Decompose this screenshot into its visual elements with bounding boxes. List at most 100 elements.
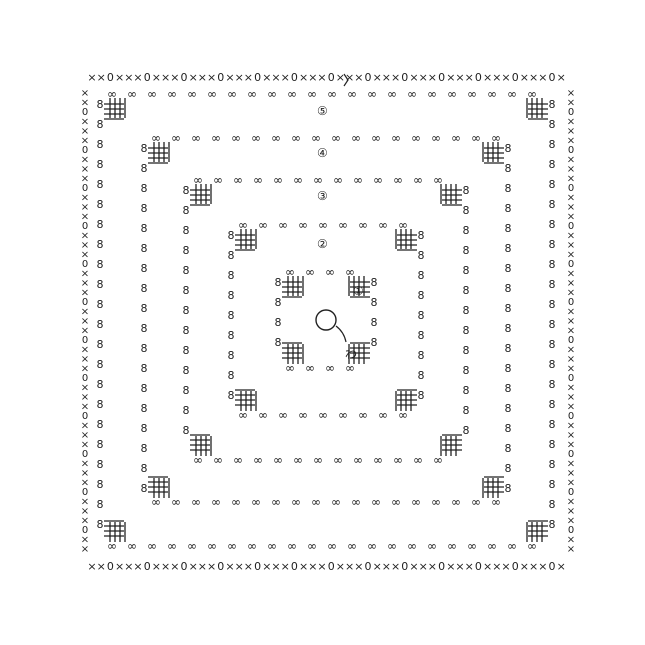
border-stitch: × <box>446 560 455 573</box>
chain-stitch: ∞ <box>167 539 177 553</box>
border-stitch: 0 <box>568 373 574 384</box>
chain-stitch: ∞ <box>305 265 315 279</box>
border-stitch: × <box>124 560 133 573</box>
border-stitch: × <box>345 71 354 84</box>
chain-stitch: 8 <box>275 316 282 329</box>
border-stitch: × <box>207 560 216 573</box>
chain-stitch: 8 <box>141 222 148 235</box>
border-stitch: × <box>373 71 382 84</box>
border-stitch: 0 <box>365 560 372 573</box>
chain-stitch: 8 <box>549 478 556 491</box>
chain-stitch: ∞ <box>193 453 203 467</box>
chain-stitch: ∞ <box>307 539 317 553</box>
border-stitch: × <box>81 231 89 242</box>
chain-stitch: 8 <box>97 358 104 371</box>
chain-stitch: ∞ <box>378 218 388 232</box>
border-stitch: × <box>538 560 547 573</box>
border-stitch: × <box>567 250 575 261</box>
chain-stitch: ∞ <box>451 495 461 509</box>
chain-stitch: ∞ <box>427 539 437 553</box>
border-stitch: × <box>492 71 501 84</box>
chain-stitch: 8 <box>463 364 470 377</box>
border-stitch: 0 <box>568 259 574 270</box>
border-top-row: ××0×××0×××0×××0×××0×××0×××0×××0×××0×××0×… <box>87 71 565 84</box>
border-stitch: × <box>409 560 418 573</box>
chain-stitch: ∞ <box>187 539 197 553</box>
chain-stitch: 8 <box>141 402 148 415</box>
border-stitch: × <box>152 71 161 84</box>
border-stitch: × <box>81 240 89 251</box>
border-stitch: × <box>124 71 133 84</box>
ring-label: わ <box>345 347 357 361</box>
border-stitch: 0 <box>475 71 482 84</box>
chain-stitch: 8 <box>549 138 556 151</box>
chain-stitch: 8 <box>141 282 148 295</box>
chain-stitch: ∞ <box>318 408 328 422</box>
chain-stitch: ∞ <box>353 173 363 187</box>
border-stitch: × <box>567 544 575 555</box>
border-stitch: × <box>567 202 575 213</box>
border-stitch: × <box>567 402 575 413</box>
chain-stitch: 8 <box>549 198 556 211</box>
chain-stitch: 8 <box>505 282 512 295</box>
border-stitch: × <box>271 71 280 84</box>
chain-stitch: ∞ <box>267 87 277 101</box>
border-stitch: × <box>81 307 89 318</box>
chain-stitch: 8 <box>141 342 148 355</box>
border-stitch: × <box>567 430 575 441</box>
chain-stitch: ∞ <box>307 87 317 101</box>
border-stitch: × <box>428 560 437 573</box>
chain-stitch: ∞ <box>373 173 383 187</box>
border-stitch: × <box>567 345 575 356</box>
chain-stitch: 8 <box>418 229 425 242</box>
chain-stitch: ∞ <box>247 539 257 553</box>
chain-stitch: ∞ <box>378 408 388 422</box>
border-stitch: 0 <box>438 560 445 573</box>
chain-stitch: 8 <box>183 204 190 217</box>
border-stitch: × <box>299 71 308 84</box>
border-stitch: × <box>81 174 89 185</box>
border-stitch: × <box>520 560 529 573</box>
chain-stitch: ∞ <box>107 539 117 553</box>
border-stitch: × <box>225 71 234 84</box>
border-stitch: 0 <box>291 560 298 573</box>
chain-stitch: ∞ <box>167 87 177 101</box>
chain-stitch: 8 <box>505 342 512 355</box>
chain-stitch: 8 <box>97 338 104 351</box>
chain-stitch: ∞ <box>338 218 348 232</box>
chain-stitch: 8 <box>275 336 282 349</box>
chain-stitch: 8 <box>505 162 512 175</box>
chain-stitch: 8 <box>418 269 425 282</box>
border-stitch: × <box>244 560 253 573</box>
chain-stitch: 8 <box>183 384 190 397</box>
chain-stitch: 8 <box>228 289 235 302</box>
chain-stitch: ∞ <box>233 173 243 187</box>
chain-stitch: ∞ <box>433 453 443 467</box>
chain-stitch: ∞ <box>311 131 321 145</box>
border-stitch: × <box>244 71 253 84</box>
border-stitch: × <box>262 560 271 573</box>
border-stitch: × <box>567 126 575 137</box>
chain-stitch: 8 <box>97 478 104 491</box>
chain-stitch: ∞ <box>287 87 297 101</box>
chain-stitch: ∞ <box>407 539 417 553</box>
border-stitch: × <box>81 88 89 99</box>
chain-stitch: 8 <box>463 324 470 337</box>
chain-stitch: 8 <box>228 329 235 342</box>
border-stitch: × <box>271 560 280 573</box>
chain-stitch: ∞ <box>347 539 357 553</box>
chain-stitch: 8 <box>97 498 104 511</box>
chain-stitch: 8 <box>505 202 512 215</box>
chain-stitch: ∞ <box>527 539 537 553</box>
chain-stitch: ∞ <box>431 131 441 145</box>
chain-stitch: 8 <box>228 369 235 382</box>
border-stitch: × <box>557 71 566 84</box>
border-stitch: × <box>281 560 290 573</box>
chain-stitch: ∞ <box>411 495 421 509</box>
border-stitch: 0 <box>82 373 88 384</box>
chain-stitch: 8 <box>141 302 148 315</box>
chain-stitch: 8 <box>463 344 470 357</box>
border-stitch: × <box>133 560 142 573</box>
border-stitch: × <box>207 71 216 84</box>
border-stitch: × <box>81 117 89 128</box>
